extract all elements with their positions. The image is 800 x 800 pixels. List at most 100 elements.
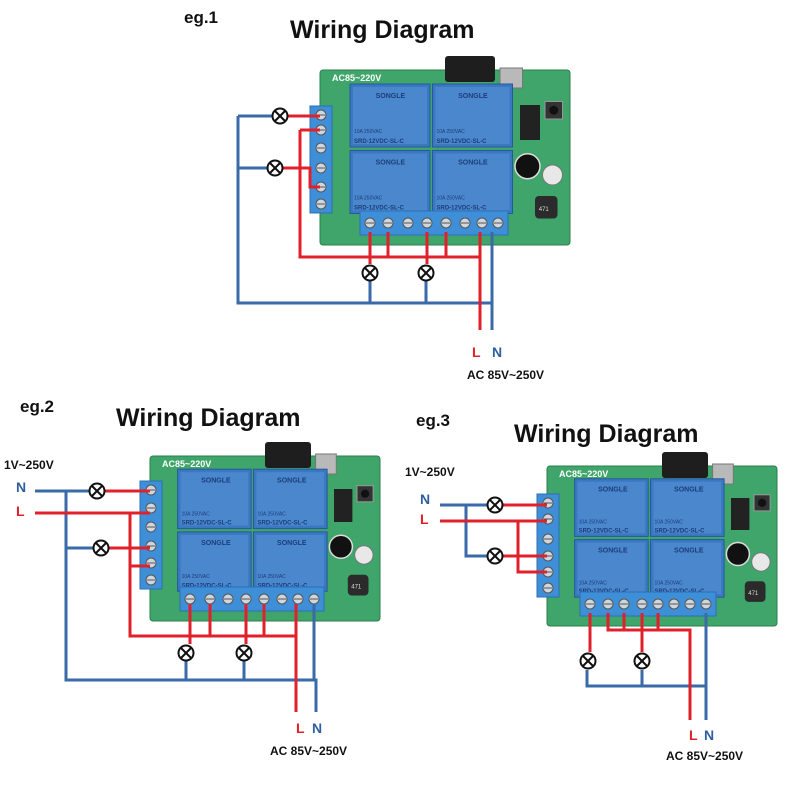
eg3-lamp-2 [486, 547, 504, 565]
eg3-relay-3-face [577, 542, 646, 595]
eg1-inductor-label: 471 [539, 207, 550, 213]
eg2-lamp-1-cross-b [91, 485, 103, 497]
eg1-relay-3-model: SRD-12VDC-SL-C [354, 206, 405, 212]
eg1-relay-2-brand: SONGLE [458, 93, 488, 100]
eg1-lamp-3-cross-b [364, 267, 376, 279]
eg2-relay-2-rating: 10A 250VAC [258, 512, 287, 518]
eg1-relay-2-rating: 10A 250VAC [437, 129, 466, 135]
eg2-lamp-4 [235, 644, 253, 662]
eg3-n-label: N [704, 727, 715, 743]
eg1-lamp-2 [266, 159, 284, 177]
eg2-n-label: N [312, 720, 323, 736]
eg3-relay-1-rating: 10A 250VAC [579, 520, 608, 526]
eg1-relay-4-model: SRD-12VDC-SL-C [437, 206, 488, 212]
eg3-relay-2-rating: 10A 250VAC [655, 520, 684, 526]
eg2-relay-3-face [180, 534, 249, 589]
eg2-relay-2-model: SRD-12VDC-SL-C [258, 521, 309, 527]
eg1-n-label: N [492, 344, 503, 360]
eg2-relay-3-model: SRD-12VDC-SL-C [182, 583, 233, 589]
eg2-lamp-1 [88, 482, 106, 500]
eg2-tag: eg.2 [20, 397, 55, 416]
eg3-lamp-1 [486, 496, 504, 514]
eg1-live-bus-wire [298, 130, 482, 330]
eg1-relay-4: SONGLE 10A 250VAC SRD-12VDC-SL-C [432, 150, 513, 214]
eg3-voltage-label: AC85~220V [559, 469, 608, 479]
eg3-live-bus-bottom [606, 613, 692, 720]
eg2-relay-board: AC85~220V SONGLE 10A 250VAC SRD-12VDC-SL-C S… [139, 442, 381, 622]
eg2-lamp-2-cross-b [95, 542, 107, 554]
eg1-push-button-cap [549, 105, 559, 115]
eg2-relay-2: SONGLE 10A 250VAC SRD-12VDC-SL-C [253, 468, 328, 530]
eg1-lamp-3 [361, 264, 379, 282]
eg3-live-bus-left [440, 519, 547, 574]
eg1-lamp-4 [417, 264, 435, 282]
eg1-voltage-label: AC85~220V [332, 73, 381, 83]
eg1-relay-4-face [435, 153, 510, 211]
eg3-relay-4-face [653, 542, 722, 595]
eg2-lamp-2 [92, 539, 110, 557]
eg3-push-button-cap [757, 498, 767, 507]
eg2-live-bus-wire [35, 511, 298, 712]
eg2-relay-4-face [256, 534, 325, 589]
eg1-lamp2-load-wire [280, 166, 320, 189]
eg3-relay-1-model: SRD-12VDC-SL-C [579, 528, 630, 534]
eg3-antenna-module [662, 452, 708, 478]
eg2-relay-3-rating: 10A 250VAC [182, 574, 211, 580]
eg3-supply-label: 1V~250V [405, 465, 455, 479]
eg1-relay-4-rating: 10A 250VAC [437, 196, 466, 202]
eg2-antenna-module [265, 442, 311, 468]
eg2-capacitor-1 [328, 534, 354, 559]
eg2-voltage-label: AC85~220V [162, 459, 211, 469]
eg2-relay-3-brand: SONGLE [201, 540, 231, 547]
eg3-supply-l: L [420, 511, 429, 527]
eg1-relay-1-rating: 10A 250VAC [354, 129, 383, 135]
eg2-relay-3: SONGLE 10A 250VAC SRD-12VDC-SL-C [177, 531, 252, 592]
eg1-lamp-1 [271, 107, 289, 125]
eg1-inductor [535, 196, 558, 219]
eg3-lamp-3 [579, 652, 597, 670]
eg3-relay-1-face [577, 481, 646, 534]
eg2-inductor [347, 574, 369, 596]
eg2-ac-label: AC 85V~250V [270, 744, 348, 758]
eg3-left-terminal-block [536, 493, 560, 598]
eg1-title: Wiring Diagram [290, 16, 475, 44]
eg1-relay-4-brand: SONGLE [458, 159, 488, 166]
eg3-capacitor-1 [725, 541, 751, 567]
eg1-tag: eg.1 [184, 8, 219, 27]
eg2-relay-1-face [180, 472, 249, 526]
eg3-supply-n: N [420, 491, 431, 507]
eg3-capacitor-2 [751, 552, 771, 572]
eg3-title: Wiring Diagram [514, 420, 699, 448]
eg3-bottom-terminal-block [579, 591, 717, 617]
eg2-neutral-bus-wire [35, 489, 318, 712]
eg2-left-terminal-block [139, 480, 163, 590]
eg1-relay-1-face [353, 87, 427, 144]
eg3-lamp-4 [633, 652, 651, 670]
eg3-relay-4-rating: 10A 250VAC [655, 581, 684, 587]
eg1-relay-3-rating: 10A 250VAC [354, 196, 383, 202]
eg1-capacitor-1 [514, 153, 541, 180]
eg3-lamp-1-cross-b [489, 499, 501, 511]
eg2-capacitor-2 [354, 545, 374, 565]
eg3-relay-3-brand: SONGLE [598, 547, 628, 554]
eg2-relay-4-brand: SONGLE [277, 540, 307, 547]
eg1-l-label: L [472, 344, 481, 360]
eg3-neutral-lamp2-wire [440, 503, 488, 558]
eg2-lamp-3-cross-b [180, 647, 192, 659]
eg1-antenna-module [445, 56, 495, 82]
eg3-relay-1-brand: SONGLE [598, 486, 628, 493]
eg2-supply-l: L [16, 503, 25, 519]
eg2-inductor-label: 471 [351, 585, 362, 591]
eg2-relay-2-brand: SONGLE [277, 477, 307, 484]
eg3-relay-4-brand: SONGLE [674, 547, 704, 554]
eg3-inductor-label: 471 [748, 591, 759, 597]
eg2-supply-label: 1V~250V [4, 458, 54, 472]
eg1-relay-2-face [435, 87, 510, 144]
